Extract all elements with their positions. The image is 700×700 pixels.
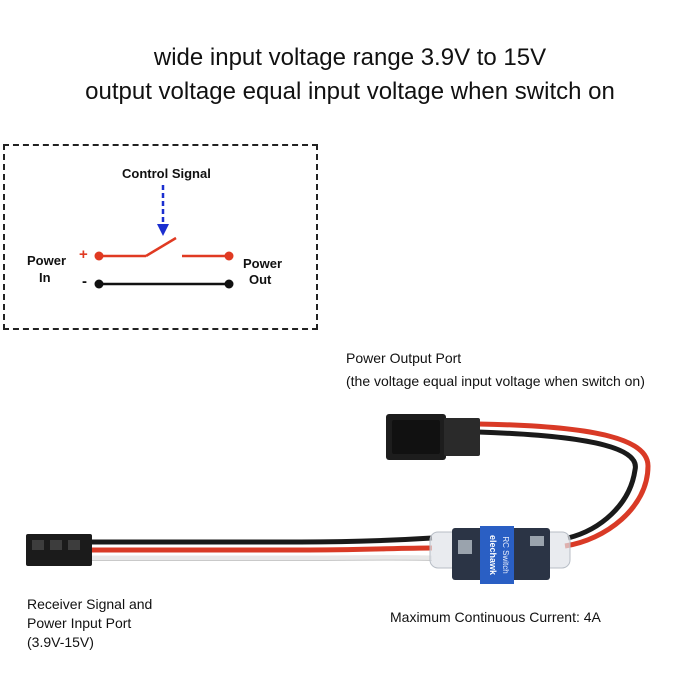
control-signal-arrowhead [157, 224, 169, 236]
module-brand-text: elechawk [488, 535, 498, 576]
input-red-wire [88, 545, 433, 553]
power-in-label-line1: Power [27, 253, 67, 268]
output-port-title: Power Output Port [346, 350, 462, 366]
input-port-line3: (3.9V-15V) [27, 634, 94, 650]
output-black-wire [477, 429, 638, 541]
module-chip-left [458, 540, 472, 554]
negative-terminal-in [94, 279, 104, 289]
input-port-line1: Receiver Signal and [27, 596, 153, 612]
headline-output-voltage: output voltage equal input voltage when … [85, 78, 615, 105]
positive-terminal-in [94, 251, 104, 261]
positive-sign: + [79, 246, 88, 263]
max-current-label: Maximum Continuous Current: 4A [390, 609, 601, 625]
output-red-wire [477, 421, 651, 549]
input-connector-pin-2 [50, 540, 62, 550]
input-connector-pin-1 [32, 540, 44, 550]
module-label [480, 526, 514, 584]
power-in-label-line2: In [39, 270, 51, 285]
output-port-note: (the voltage equal input voltage when sw… [346, 373, 645, 389]
output-connector-collar [444, 418, 480, 456]
power-out-label-line2: Out [249, 272, 272, 287]
module-chip-right [530, 536, 544, 546]
negative-sign: - [82, 273, 87, 290]
switch-lever [145, 236, 177, 258]
output-connector-face [392, 420, 440, 454]
module-name-text: RC Switch [501, 536, 510, 573]
input-port-line2: Power Input Port [27, 615, 132, 631]
headline-voltage-range: wide input voltage range 3.9V to 15V [153, 44, 547, 71]
control-signal-label: Control Signal [122, 166, 211, 181]
negative-terminal-out [224, 279, 234, 289]
positive-terminal-out [224, 251, 234, 261]
power-out-label-line1: Power [243, 256, 283, 271]
input-connector-pin-3 [68, 540, 80, 550]
input-black-wire [88, 535, 433, 545]
schematic-box [3, 144, 318, 330]
